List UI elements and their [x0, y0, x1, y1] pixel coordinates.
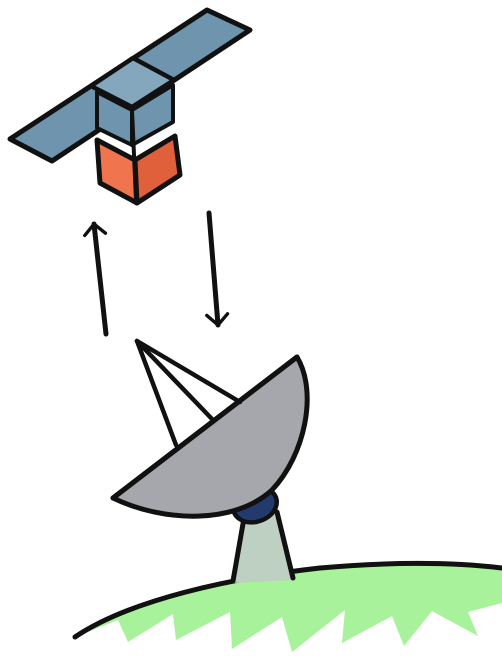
satellite-module-left	[97, 140, 137, 203]
dish-bowl	[113, 357, 307, 516]
dish-feed-strut	[137, 341, 176, 445]
satellite-module-right	[135, 136, 180, 203]
satellite-dish-icon	[113, 341, 307, 583]
arrow-up-icon	[94, 224, 106, 334]
satellite-icon	[10, 10, 250, 203]
arrow-down-icon	[209, 213, 218, 325]
